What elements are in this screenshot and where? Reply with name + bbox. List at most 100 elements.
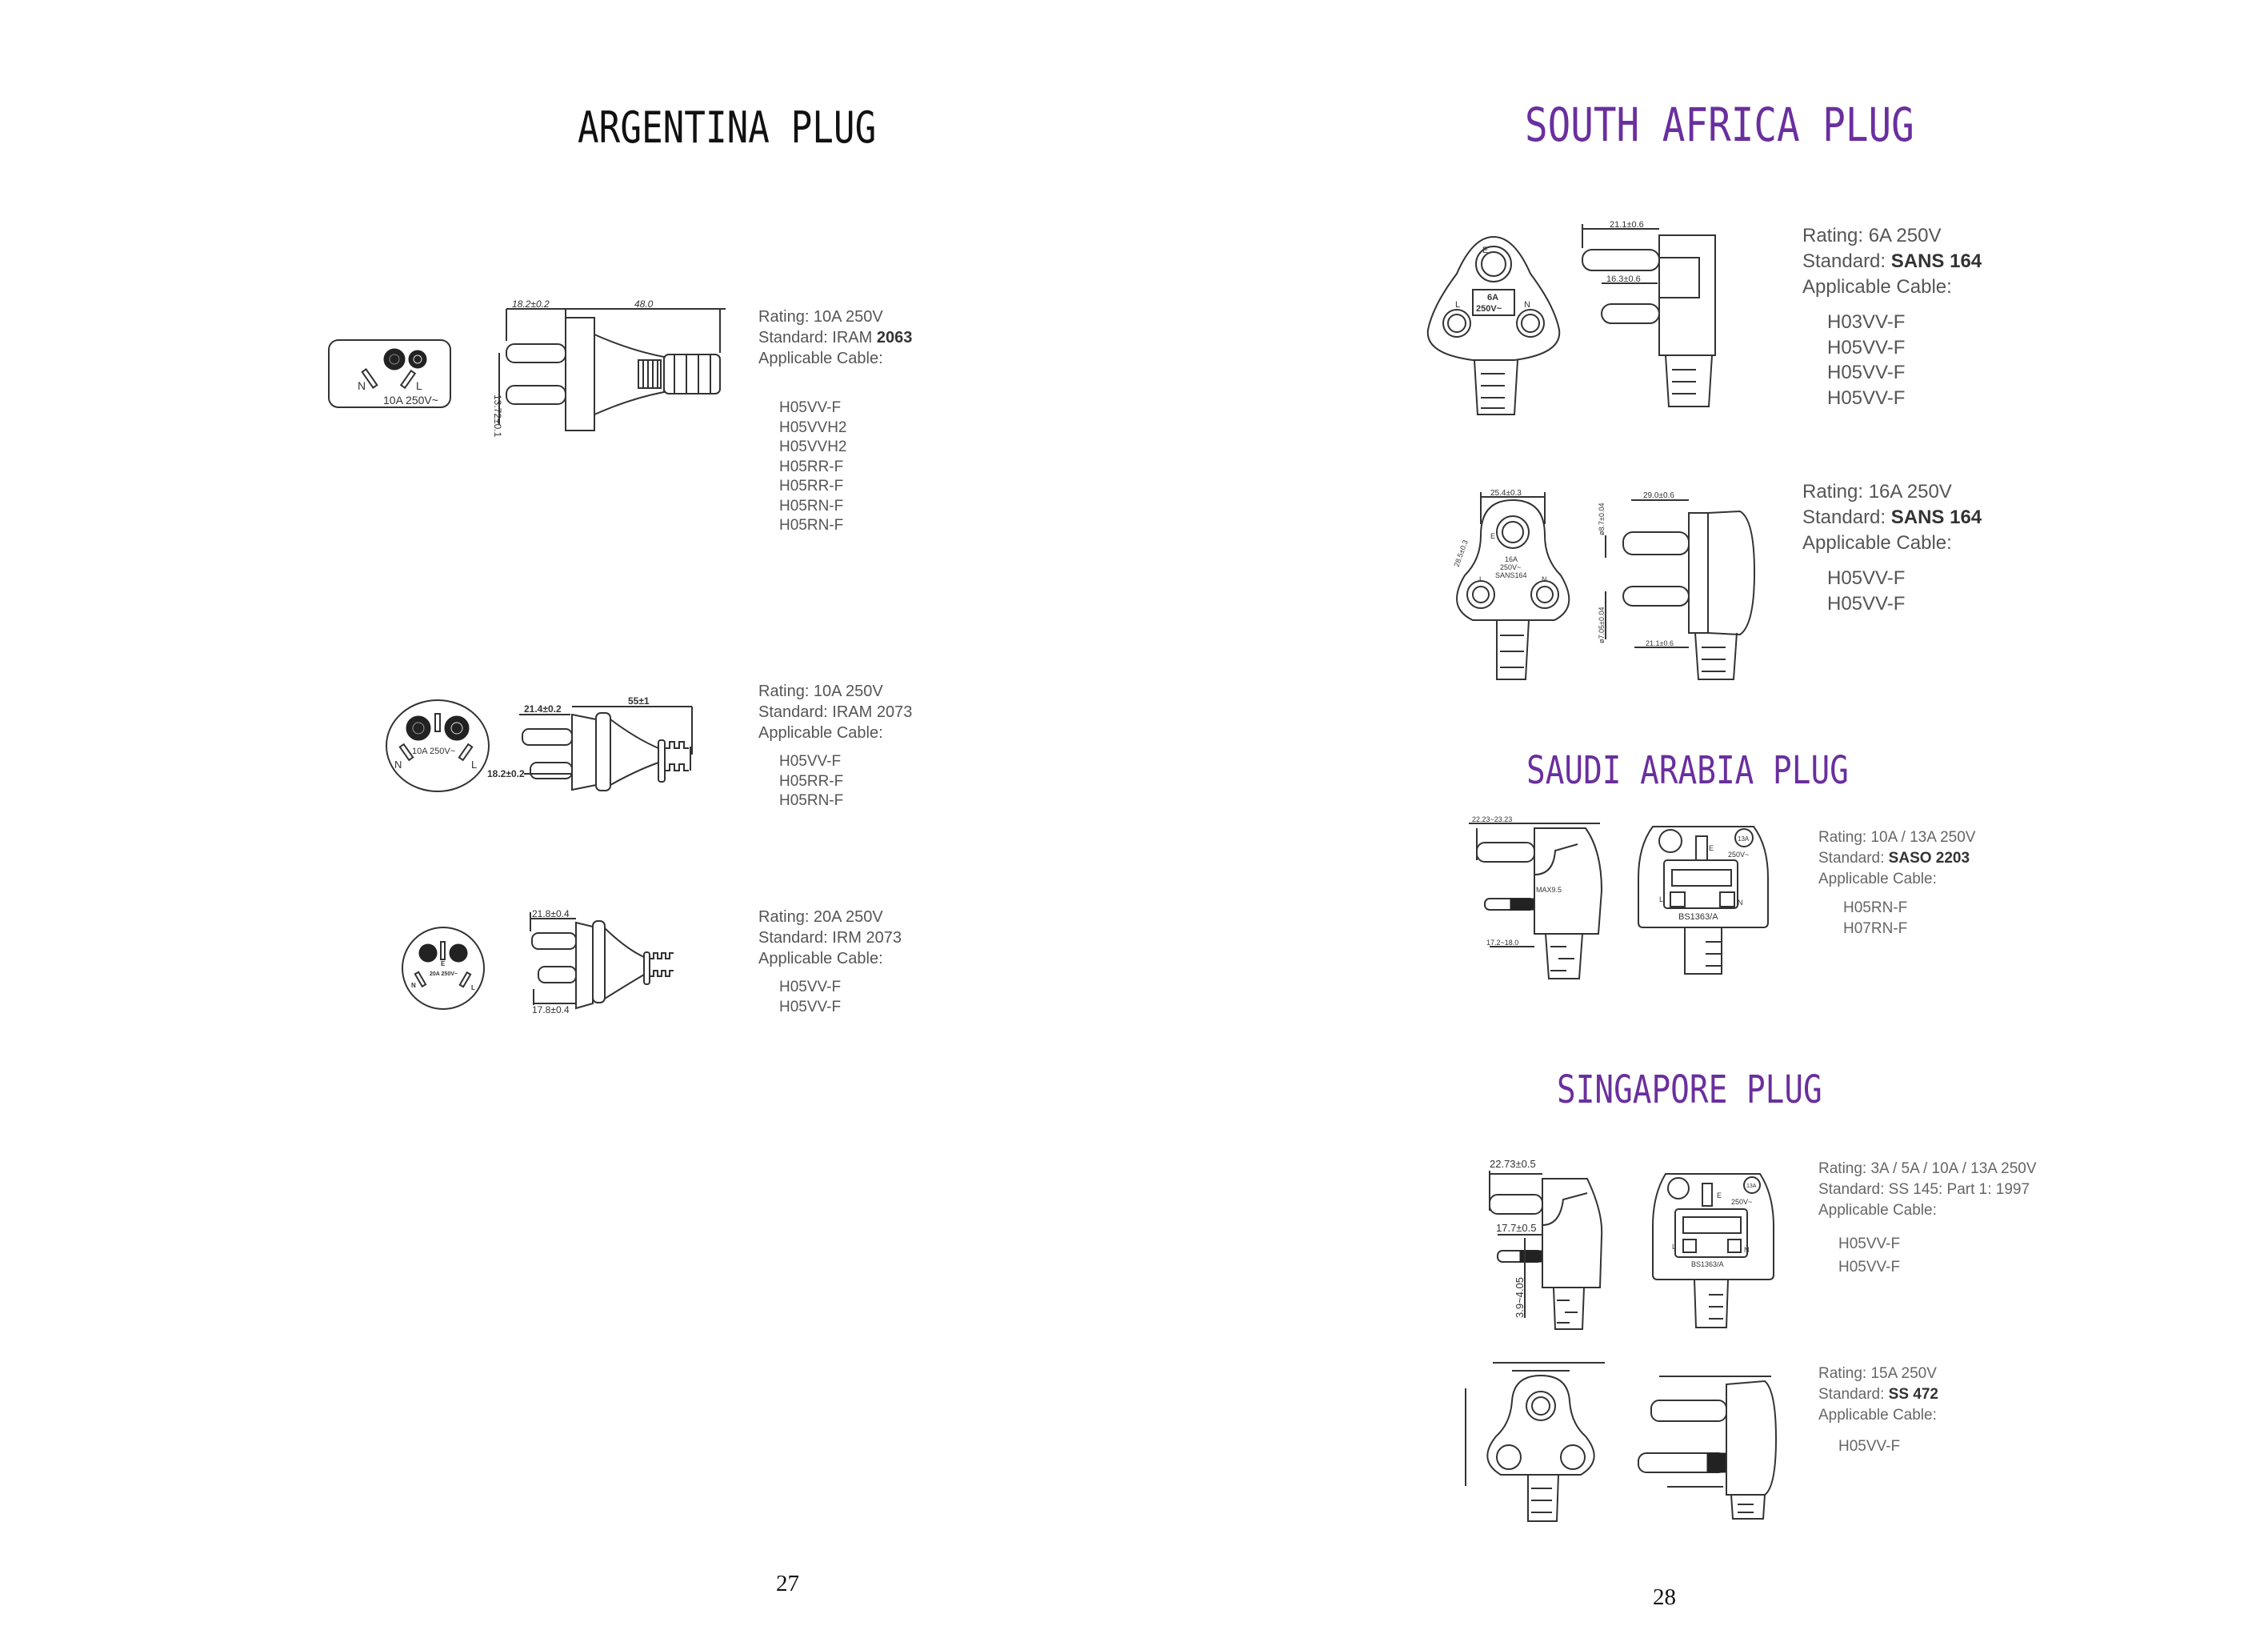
dim-label: 3.9~4.05: [1514, 1277, 1526, 1318]
section-title-singapore: SINGAPORE PLUG: [1557, 1067, 1822, 1112]
argentina-plug-3-cable-list: H05VV-F H05VV-F: [779, 978, 841, 1017]
dim-label: 29.0±0.6: [1643, 491, 1674, 500]
section-title-south-africa: SOUTH AFRICA PLUG: [1525, 98, 1914, 152]
page-number-left: 27: [776, 1571, 799, 1596]
section-title-saudi-arabia: SAUDI ARABIA PLUG: [1526, 748, 1849, 793]
cable-item: H05VV-F: [1838, 1259, 1901, 1276]
face-label-l: L: [1479, 575, 1483, 583]
south-africa-plug-2-face-drawing: 25.4±0.3 28.5±0.3 16A 250V~ SANS164 E L …: [1452, 489, 1570, 680]
dim-label: 17.8±0.4: [532, 1004, 570, 1015]
dim-label: 55±1: [628, 695, 650, 707]
dim-label: 22.23~23.23: [1472, 815, 1512, 823]
cable-label: Applicable Cable:: [1802, 532, 1952, 554]
cable-label: Applicable Cable:: [1802, 276, 1952, 298]
south-africa-plug-1-specs: Rating: 6A 250V Standard: SANS 164 Appli…: [1802, 223, 1982, 300]
cable-label: Applicable Cable:: [1818, 871, 1937, 887]
argentina-plug-2-face-drawing: N L 10A 250V~: [386, 699, 490, 792]
singapore-plug-2-cable-list: H05VV-F: [1838, 1435, 1900, 1458]
argentina-plug-1-side-drawing: 18.2±0.2 48.0 13.72±0.1: [492, 298, 726, 438]
standard-label: Standard: SS 145: Part 1: 1997: [1818, 1181, 2030, 1198]
rating-text: Rating: 10A / 13A 250V: [1818, 829, 1976, 846]
argentina-plug-1-cable-list: H05VV-F H05VVH2 H05VVH2 H05RR-F H05RR-F …: [779, 398, 847, 536]
dim-label: 16.3±0.6: [1606, 274, 1641, 284]
face-label-n: N: [411, 982, 416, 989]
cable-item: H05VV-F: [1827, 592, 1906, 615]
face-label-n: N: [1738, 899, 1743, 907]
cable-item: H05VVH2: [779, 419, 847, 436]
face-label-l: L: [1659, 895, 1663, 903]
argentina-plug-2-specs: Rating: 10A 250V Standard: IRAM 2073 App…: [758, 681, 912, 743]
saudi-plug-side-drawing: 22.23~23.23 17.2~18.0 MAX9.5: [1469, 815, 1603, 979]
standard-label: Standard:: [1818, 1386, 1889, 1403]
face-label-n: N: [1524, 300, 1530, 310]
south-africa-plug-1-face-drawing: 6A 250V~ E L N: [1426, 235, 1561, 415]
face-rating: 10A 250V~: [383, 394, 438, 406]
cable-item: H05VV-F: [1838, 1236, 1901, 1252]
south-africa-plug-1-cable-list: H03VV-F H05VV-F H05VV-F H05VV-F: [1827, 310, 1905, 411]
singapore-plug-1-cable-list: H05VV-F H05VV-F: [1838, 1232, 1900, 1279]
argentina-plug-3-side-drawing: 21.8±0.4 17.8±0.4: [530, 908, 674, 1015]
dim-label: ø7.05±0.04: [1598, 607, 1606, 643]
face-label-n: N: [1542, 575, 1547, 583]
face-label-n: N: [358, 379, 366, 392]
cable-item: H03VV-F: [1827, 311, 1906, 333]
face-label-e: E: [441, 960, 446, 967]
cable-label: Applicable Cable:: [758, 950, 883, 967]
standard-label: Standard: IRM 2073: [758, 929, 902, 947]
cable-item: H05RN-F: [1843, 899, 1908, 916]
argentina-plug-1-face-drawing: N L 10A 250V~: [328, 339, 451, 408]
rating-text: Rating: 15A 250V: [1818, 1365, 1937, 1382]
cable-item: H05VV-F: [779, 998, 842, 1015]
standard-value: 2063: [876, 329, 913, 346]
face-rating: SANS164: [1495, 571, 1527, 579]
fuse-label: 13A: [1738, 835, 1750, 843]
cable-item: H05VV-F: [1827, 386, 1906, 409]
face-label-e: E: [1709, 844, 1714, 852]
south-africa-plug-2-side-drawing: 29.0±0.6 ø8.7±0.04 ø7.05±0.04 21.1±0.6: [1598, 491, 1756, 680]
cable-item: H05RN-F: [779, 497, 844, 515]
cable-item: H07RN-F: [1843, 920, 1908, 937]
standard-value: SS 472: [1888, 1386, 1938, 1403]
saudi-plug-specs: Rating: 10A / 13A 250V Standard: SASO 22…: [1818, 827, 1976, 890]
singapore-plug-1-side-drawing: 22.73±0.5 17.7±0.5 3.9~4.05: [1489, 1158, 1603, 1330]
standard-label: Standard:: [1802, 507, 1891, 528]
cable-item: H05VVH2: [779, 439, 847, 455]
cable-item: H05VV-F: [1827, 362, 1906, 383]
standard-label: Standard:: [1802, 250, 1891, 272]
singapore-plug-2-specs: Rating: 15A 250V Standard: SS 472 Applic…: [1818, 1364, 1938, 1426]
cable-label: Applicable Cable:: [1818, 1202, 1937, 1219]
cable-item: H05RR-F: [779, 478, 844, 495]
south-africa-plug-2-specs: Rating: 16A 250V Standard: SANS 164 Appl…: [1802, 479, 1982, 556]
singapore-plug-1-front-drawing: 13A E 250V~ L N BS1363/A: [1652, 1173, 1774, 1328]
dim-label: 28.5±0.3: [1452, 539, 1469, 567]
cable-item: H05VV-F: [1838, 1438, 1901, 1455]
dim-label: 21.1±0.6: [1610, 220, 1644, 230]
dim-label: 13.72±0.1: [492, 394, 503, 438]
cable-item: H05RR-F: [779, 772, 844, 790]
argentina-plug-1-specs: Rating: 10A 250V Standard: IRAM 2063 App…: [758, 306, 912, 369]
dim-label: 17.7±0.5: [1496, 1222, 1537, 1234]
dim-label: ø8.7±0.04: [1598, 503, 1606, 535]
rating-text: Rating: 3A / 5A / 10A / 13A 250V: [1818, 1160, 2037, 1177]
cable-item: H05RN-F: [779, 792, 844, 809]
argentina-plug-3-face-drawing: E N L 20A 250V~: [402, 927, 485, 1010]
face-label-l: L: [471, 759, 477, 771]
rating-text: Rating: 10A 250V: [758, 308, 883, 326]
rating-text: Rating: 20A 250V: [758, 908, 883, 926]
marking-label: BS1363/A: [1691, 1260, 1724, 1268]
face-rating: 250V~: [1476, 304, 1502, 314]
face-label-n: N: [1744, 1246, 1750, 1254]
singapore-plug-2-side-drawing: [1638, 1376, 1778, 1520]
cable-label: Applicable Cable:: [1818, 1407, 1937, 1424]
face-label-e: E: [1482, 246, 1488, 255]
singapore-plug-1-specs: Rating: 3A / 5A / 10A / 13A 250V Standar…: [1818, 1159, 2037, 1221]
face-label-l: L: [416, 379, 422, 392]
dim-label: MAX9.5: [1536, 886, 1562, 894]
standard-value: SANS 164: [1890, 507, 1982, 528]
south-africa-plug-1-side-drawing: 21.1±0.6 16.3±0.6: [1582, 220, 1716, 407]
cable-item: H05RN-F: [779, 517, 844, 534]
face-label-n: N: [394, 759, 402, 771]
cable-item: H05VV-F: [1827, 336, 1906, 358]
dim-label: 21.8±0.4: [532, 908, 570, 919]
cable-item: H05VV-F: [779, 399, 842, 416]
